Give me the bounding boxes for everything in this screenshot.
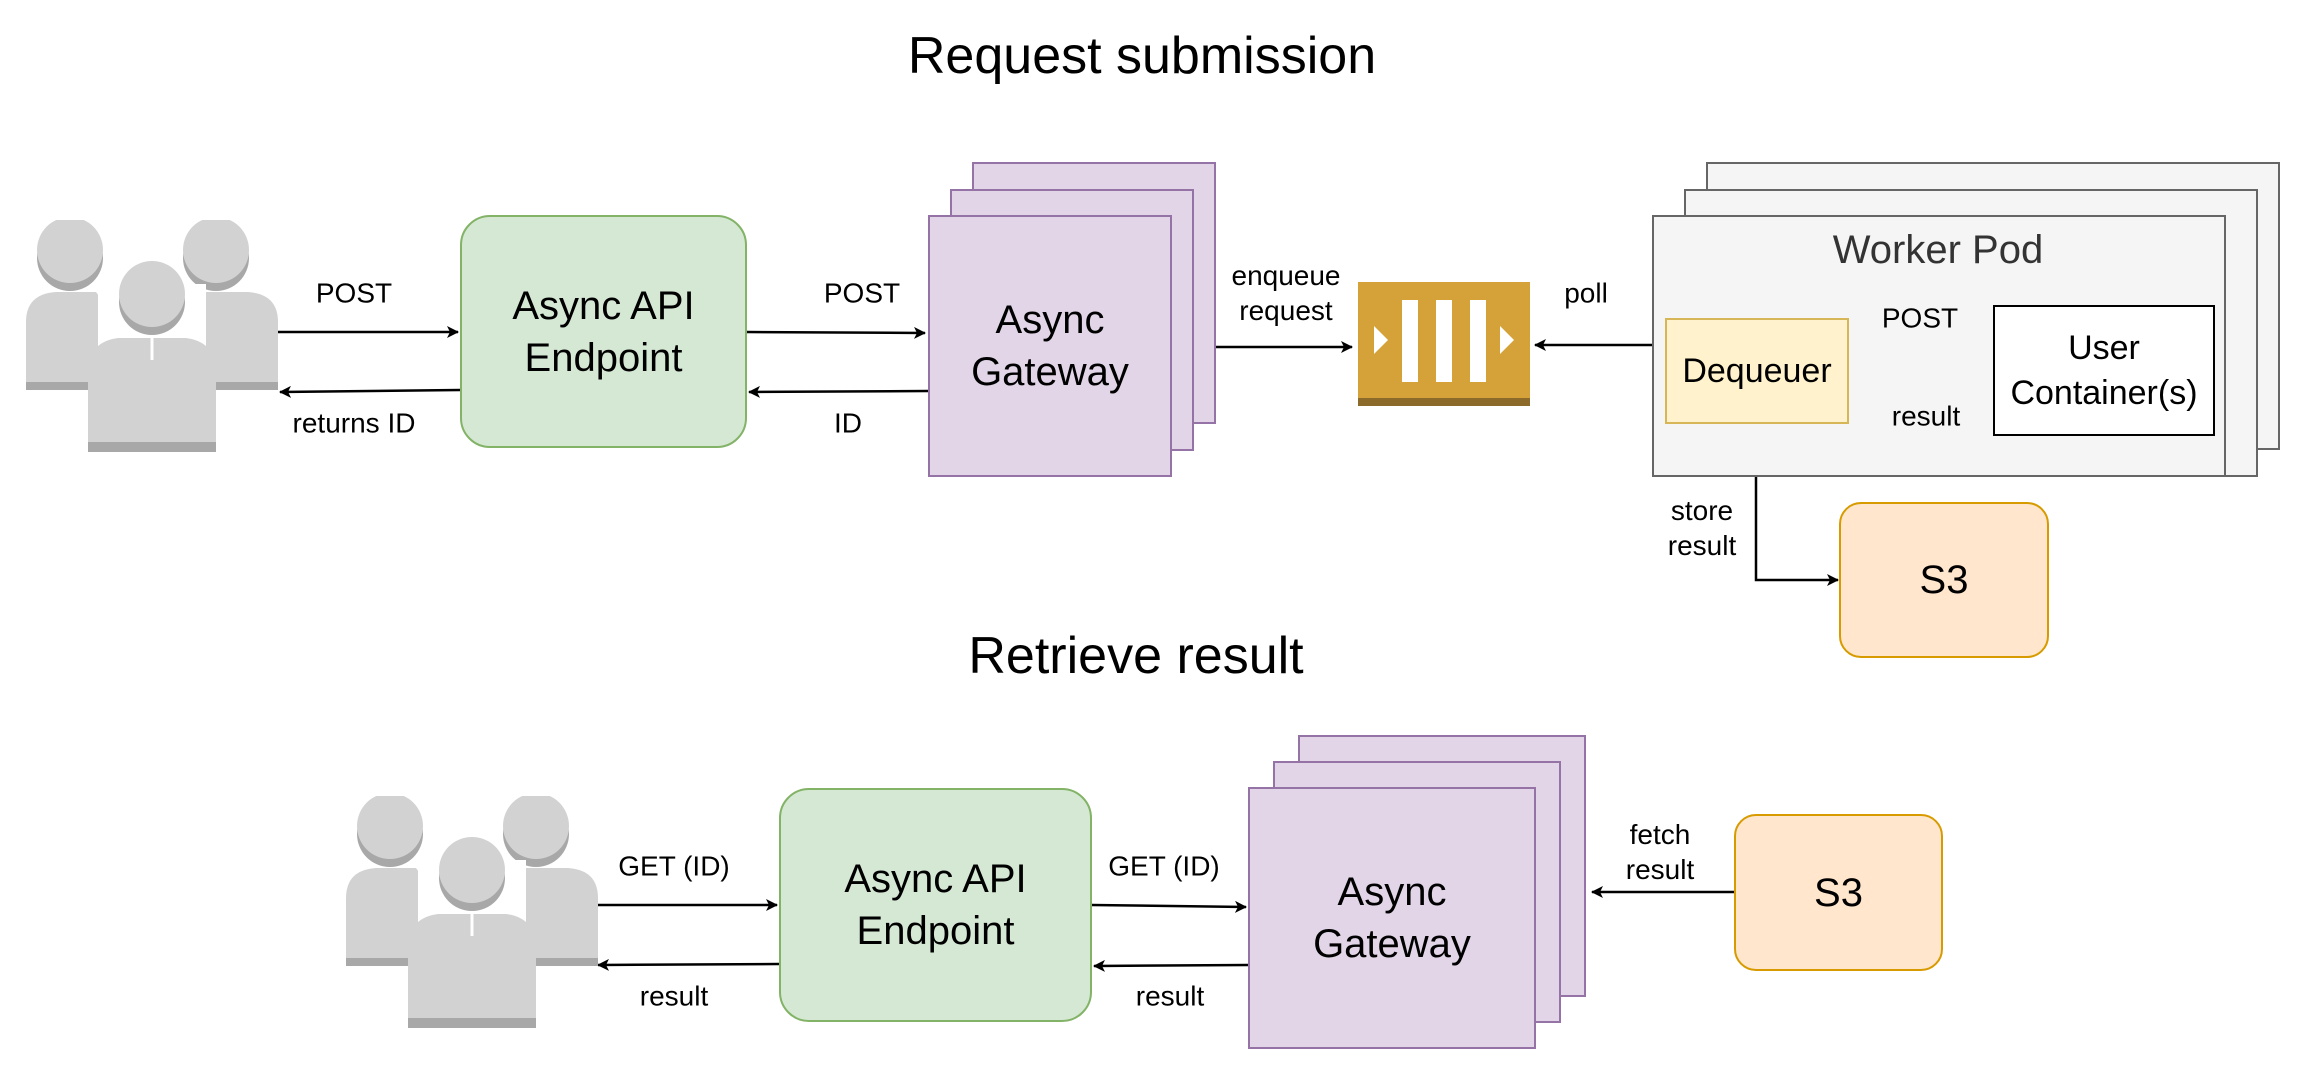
async-api-endpoint: Async API Endpoint [460,215,747,448]
queue-icon [1358,282,1530,406]
users-icon [26,220,278,452]
label-uc-result: result [1891,400,1961,432]
async-gateway: Async Gateway [1248,787,1536,1049]
async-gateway: Async Gateway [928,215,1172,477]
edge-api-result [597,958,780,971]
label-deq-post: POST [1881,302,1959,334]
label-fetch-result: fetch result [1625,819,1695,885]
title-retrieve-result: Retrieve result [968,627,1304,685]
async-api-endpoint: Async API Endpoint [779,788,1092,1022]
label-returns-id: returns ID [292,407,416,439]
label-api-post: POST [823,277,901,309]
dequeuer: Dequeuer [1665,318,1849,424]
users-icon [346,796,598,1028]
edge-gateway-result [1093,959,1249,972]
s3-bucket: S3 [1839,502,2049,658]
title-request-submission: Request submission [907,27,1377,85]
label-api-result: result [639,980,709,1012]
s3-bucket: S3 [1734,814,1943,971]
label-api-get: GET (ID) [1108,850,1220,882]
label-gateway-id: ID [834,407,862,439]
edge-api-get [1091,900,1247,913]
worker-pod-title: Worker Pod [1832,228,2044,272]
label-store-result: store result [1667,495,1737,561]
edge-gateway-id [748,385,929,398]
label-users-get: GET (ID) [618,850,730,882]
edge-api-post [746,326,926,339]
label-enqueue-request: enqueue request [1231,260,1341,326]
edge-returns-id [279,385,461,398]
user-containers: User Container(s) [1993,305,2215,436]
label-poll: poll [1564,277,1608,309]
label-gateway-result: result [1135,980,1205,1012]
label-users-post: POST [315,277,393,309]
